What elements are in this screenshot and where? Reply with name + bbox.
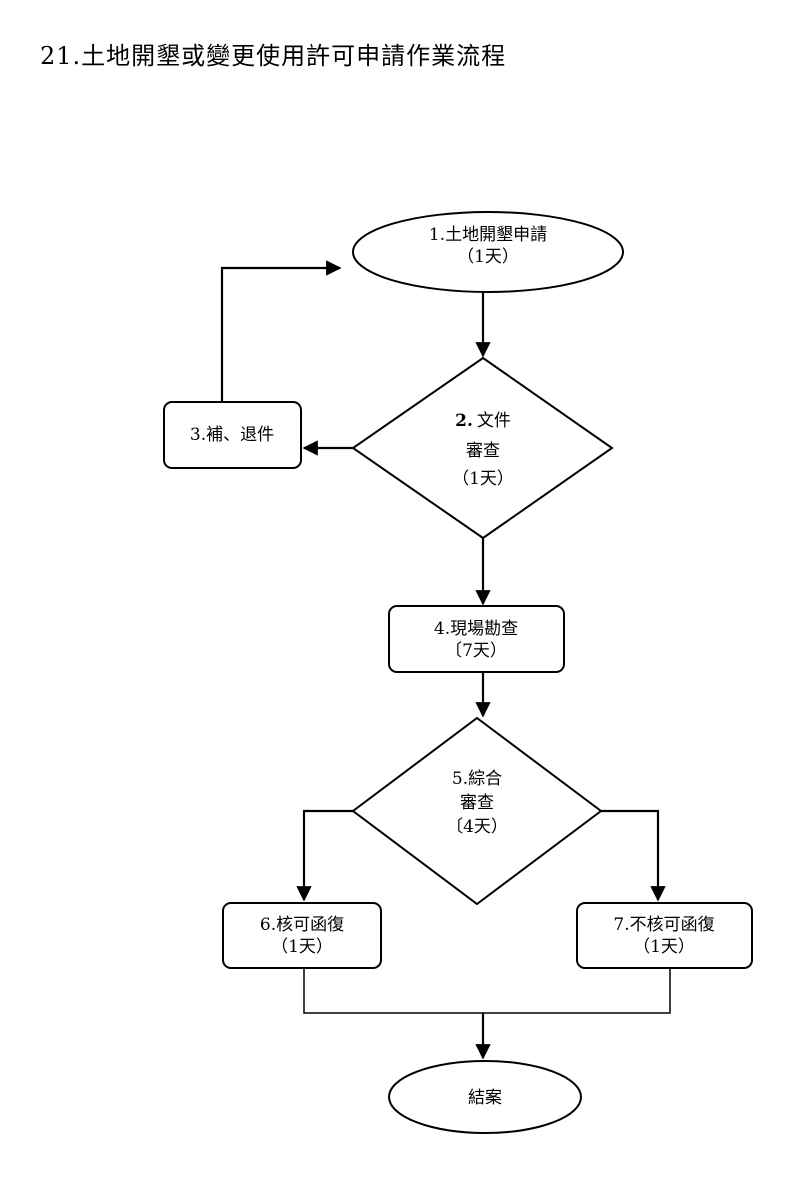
node-docreview-label-rest: 文件 bbox=[477, 411, 511, 431]
node-approve: 6.核可函復 （1天） bbox=[222, 902, 382, 969]
node-approve-days: （1天） bbox=[271, 937, 333, 957]
node-reject-shape bbox=[576, 902, 753, 969]
node-apply-days: （1天） bbox=[457, 247, 519, 267]
node-return-label: 3.補、退件 bbox=[190, 425, 274, 445]
node-site-days: 〔7天） bbox=[445, 641, 507, 661]
node-site: 4.現場勘查 〔7天） bbox=[388, 605, 565, 673]
node-apply-shape bbox=[352, 211, 624, 293]
node-docreview-days: （1天） bbox=[452, 469, 514, 489]
edge-merge-lines bbox=[303, 968, 671, 1014]
node-overall-label-2: 審查 bbox=[460, 793, 494, 813]
node-reject: 7.不核可函復 （1天） bbox=[576, 902, 753, 969]
connectors bbox=[220, 260, 671, 1060]
node-reject-label: 7.不核可函復 bbox=[613, 915, 714, 935]
edge-return-to-apply bbox=[220, 260, 342, 402]
node-apply-label: 1.土地開墾申請 bbox=[429, 225, 547, 245]
node-approve-label: 6.核可函復 bbox=[260, 915, 344, 935]
node-site-label: 4.現場勘查 bbox=[434, 619, 518, 639]
node-overall: 5.綜合 審查 〔4天） bbox=[351, 716, 603, 906]
node-docreview-shape bbox=[351, 356, 614, 540]
node-return-shape bbox=[163, 401, 302, 469]
node-docreview-label: 2.文件 bbox=[455, 411, 511, 431]
node-overall-days: 〔4天） bbox=[446, 817, 508, 837]
node-close-label: 結案 bbox=[468, 1088, 502, 1108]
node-docreview-label-2: 審查 bbox=[466, 441, 500, 461]
node-apply: 1.土地開墾申請 （1天） bbox=[352, 211, 624, 293]
node-overall-shape bbox=[351, 716, 603, 906]
edge-overall-to-reject bbox=[601, 809, 666, 902]
node-reject-days: （1天） bbox=[633, 937, 695, 957]
node-docreview-number: 2. bbox=[455, 411, 473, 431]
node-return: 3.補、退件 bbox=[163, 401, 302, 469]
node-docreview: 2.文件 審查 （1天） bbox=[351, 356, 614, 540]
node-close-shape bbox=[388, 1060, 582, 1134]
page-title: 21.土地開墾或變更使用許可申請作業流程 bbox=[40, 42, 507, 70]
node-close: 結案 bbox=[388, 1060, 582, 1134]
node-site-shape bbox=[388, 605, 565, 673]
node-overall-label: 5.綜合 bbox=[452, 769, 502, 789]
edge-overall-to-approve bbox=[296, 809, 353, 902]
node-approve-shape bbox=[222, 902, 382, 969]
